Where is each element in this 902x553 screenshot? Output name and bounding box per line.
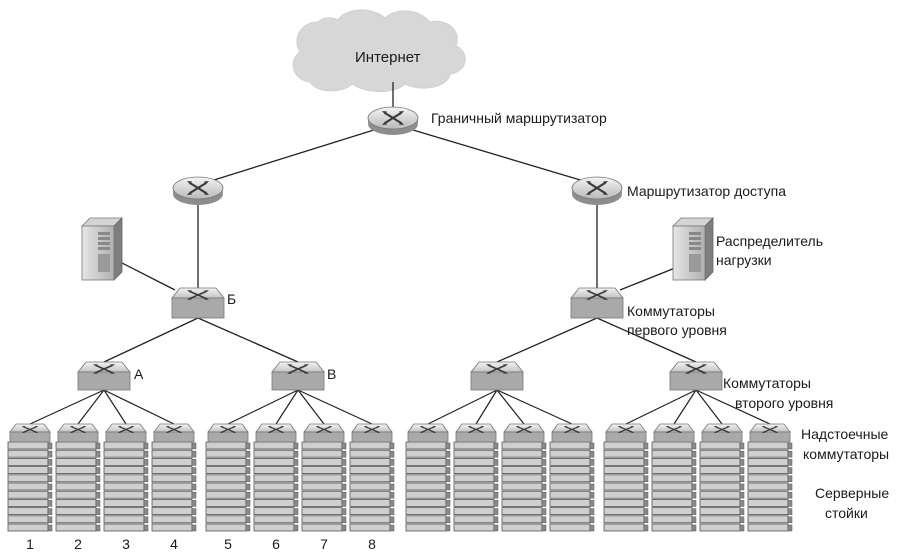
tor-uplink [103, 389, 175, 425]
server-rack [55, 441, 101, 532]
tor-switch [57, 423, 99, 443]
rack-number: 7 [320, 536, 328, 552]
tier2-label-line1: Коммутаторы [723, 375, 811, 391]
tor-uplink [695, 389, 771, 425]
tor-switch [605, 423, 647, 443]
tor-uplink [625, 389, 697, 425]
racks-label-line2: стойки [825, 505, 868, 521]
tor-switch [407, 423, 449, 443]
tor-label-line2: коммутаторы [803, 446, 890, 462]
rack-number: 5 [224, 536, 232, 552]
tor-switch [653, 423, 695, 443]
tor-uplink [475, 389, 498, 425]
tor-uplink [695, 389, 723, 425]
tor-switch [9, 423, 51, 443]
tor-switch [701, 423, 743, 443]
server-rack [301, 441, 347, 532]
tor-uplink [673, 389, 697, 425]
load-balancer-label-line1: Распределитель [716, 233, 824, 249]
server-tower-left [81, 217, 123, 281]
rack-number: 2 [74, 536, 82, 552]
border-router-label: Граничный маршрутизатор [431, 110, 607, 126]
tor-uplink [496, 389, 573, 425]
tier2-switch-a [77, 361, 131, 391]
tier2-switch-right-1 [470, 361, 524, 391]
switch-v-label: В [327, 366, 337, 382]
network-links [103, 82, 697, 363]
server-rack [103, 441, 149, 532]
tor-uplink [297, 389, 373, 425]
tor-uplink [77, 389, 105, 425]
tor-switch [303, 423, 345, 443]
server-rack [349, 441, 395, 532]
tier1-switch-b [171, 287, 225, 319]
server-rack [453, 441, 499, 532]
tor-switch [455, 423, 497, 443]
server-rack [699, 441, 745, 532]
tier2-switch-v [271, 361, 325, 391]
tier2-label-line2: второго уровня [735, 395, 834, 411]
server-racks [7, 441, 793, 532]
server-rack [501, 441, 547, 532]
tor-switches [9, 423, 791, 443]
switch-a-label: А [134, 366, 144, 382]
rack-number: 4 [170, 536, 178, 552]
tor-links [29, 389, 771, 425]
tor-switch [105, 423, 147, 443]
tier1-switch-right [570, 287, 624, 319]
tor-uplink [227, 389, 299, 425]
rack-number: 6 [272, 536, 280, 552]
tor-uplink [496, 389, 525, 425]
load-balancer-server [672, 217, 714, 281]
tor-switch [503, 423, 545, 443]
server-rack [603, 441, 649, 532]
tor-switch [255, 423, 297, 443]
server-rack [7, 441, 53, 532]
tor-switch [749, 423, 791, 443]
tor-uplink [297, 389, 325, 425]
server-rack [747, 441, 793, 532]
tor-uplink [275, 389, 299, 425]
server-rack [405, 441, 451, 532]
tor-switch [207, 423, 249, 443]
racks-label-line1: Серверные [815, 485, 890, 501]
access-router [571, 176, 623, 205]
server-rack [205, 441, 251, 532]
internet-cloud [292, 9, 466, 92]
tor-switch [351, 423, 393, 443]
rack-number: 8 [368, 536, 376, 552]
server-rack [151, 441, 197, 532]
tier2-switch-right-2 [669, 361, 723, 391]
border-router [367, 106, 419, 135]
tor-uplink [103, 389, 127, 425]
tier1-label-line2: первого уровня [627, 322, 727, 338]
server-rack [549, 441, 595, 532]
rack-number: 3 [122, 536, 130, 552]
access-router-label: Маршрутизатор доступа [627, 183, 786, 199]
tor-switch [153, 423, 195, 443]
tor-uplink [29, 389, 105, 425]
tor-switch [551, 423, 593, 443]
tier1-label-line1: Коммутаторы [627, 303, 715, 319]
load-balancer-label-line2: нагрузки [716, 252, 772, 268]
internet-label: Интернет [355, 49, 421, 66]
server-rack [253, 441, 299, 532]
left-access-router [172, 176, 224, 205]
tor-uplink [427, 389, 498, 425]
tor-label-line1: Надстоечные [801, 426, 889, 442]
switch-b-label: Б [227, 291, 237, 307]
rack-number: 1 [26, 536, 34, 552]
server-rack [651, 441, 697, 532]
